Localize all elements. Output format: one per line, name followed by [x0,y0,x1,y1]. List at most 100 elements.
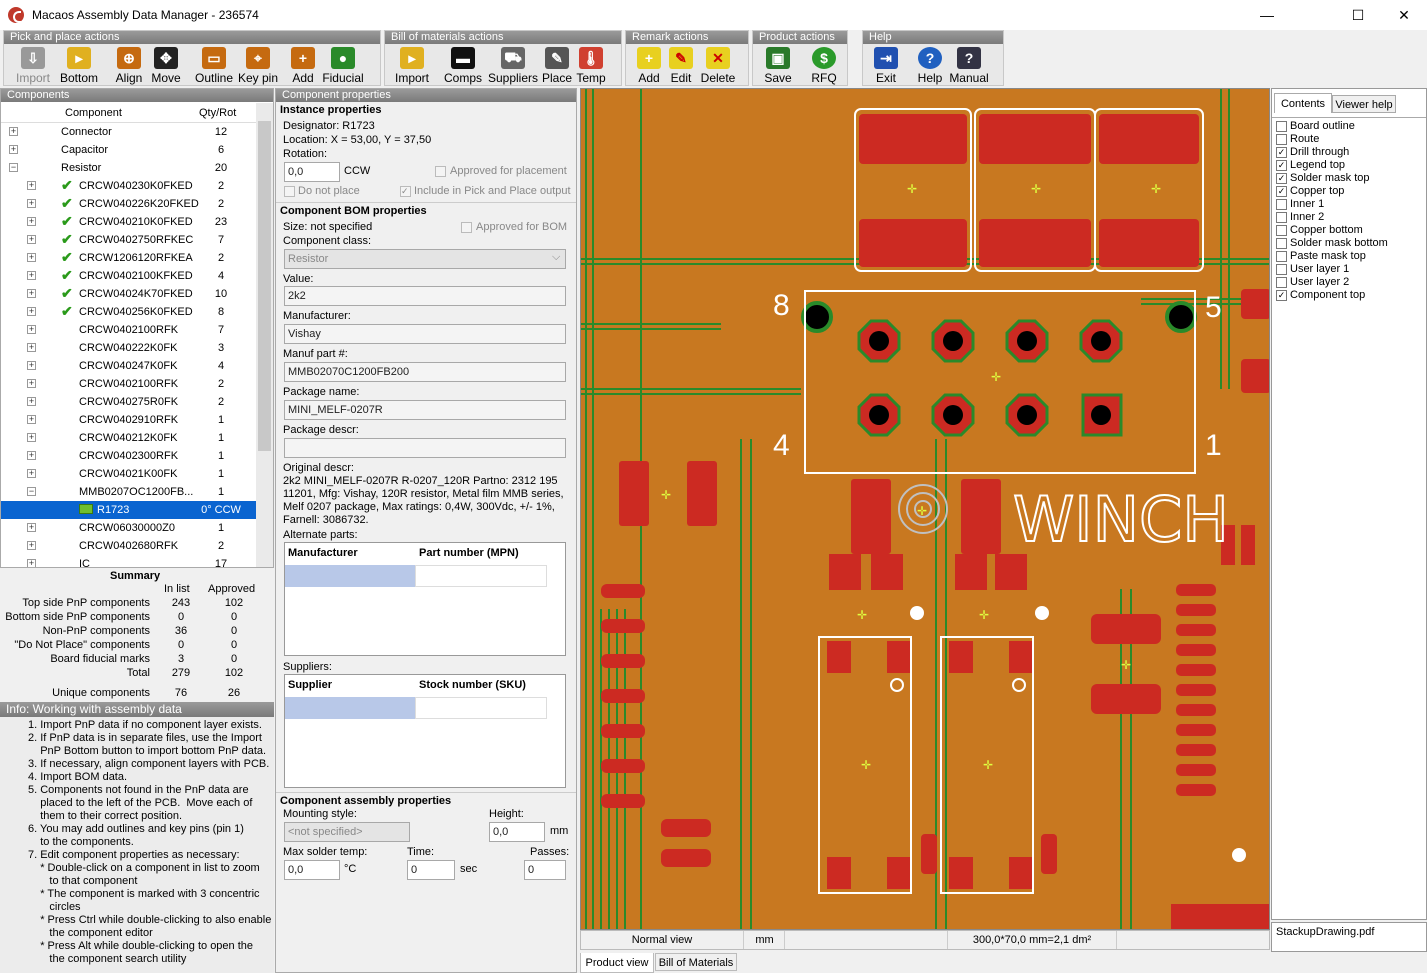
layer-item[interactable]: User layer 2 [1276,276,1349,289]
sup-row-cell[interactable] [285,697,415,719]
comps-button[interactable]: ▬Comps [443,46,483,86]
manufacturer-input[interactable]: Vishay [284,324,566,344]
layer-checkbox[interactable] [1276,250,1287,262]
layer-checkbox[interactable] [1276,133,1287,145]
expand-icon[interactable]: + [27,414,36,424]
layer-item[interactable]: Copper bottom [1276,224,1363,237]
passes-input[interactable]: 0 [524,860,566,880]
minimize-button[interactable]: — [1260,7,1274,23]
layer-checkbox[interactable] [1276,211,1287,223]
close-button[interactable]: ✕ [1398,7,1410,23]
layer-checkbox[interactable]: ✓ [1276,185,1287,197]
scroll-thumb[interactable] [258,121,271,451]
class-select[interactable]: Resistor [284,249,566,269]
place-button[interactable]: ✎Place [539,46,575,86]
edit-remark-button[interactable]: ✎Edit [666,46,696,86]
package-input[interactable]: MINI_MELF-0207R [284,400,566,420]
tree-row[interactable]: −MMB0207OC1200FB...1 [1,483,257,501]
layer-checkbox[interactable] [1276,198,1287,210]
tab-bill-of-materials[interactable]: Bill of Materials [655,953,737,971]
save-button[interactable]: ▣Save [761,46,795,86]
layer-item[interactable]: Inner 1 [1276,198,1324,211]
expand-icon[interactable]: + [27,324,36,334]
components-scrollbar[interactable] [256,103,273,567]
column-qty[interactable]: Qty/Rot [199,107,237,119]
expand-icon[interactable]: + [27,216,36,226]
layer-item[interactable]: ✓Legend top [1276,159,1345,172]
approved-bom-checkbox[interactable] [461,222,472,233]
include-pnp-checkbox[interactable]: ✓ [400,186,411,197]
layer-item[interactable]: User layer 1 [1276,263,1349,276]
expand-icon[interactable]: + [27,468,36,478]
layer-checkbox[interactable] [1276,120,1287,132]
suppliers-button[interactable]: ⛟Suppliers [485,46,541,86]
help-button[interactable]: ?Help [913,46,947,86]
align-button[interactable]: ⊕Align [110,46,148,86]
solder-temp-input[interactable]: 0,0 [284,860,340,880]
add-remark-button[interactable]: +Add [632,46,666,86]
pcb-canvas[interactable]: ✛✛✛✛✛ ✛✛✛✛✛✛ WINCH 8 5 4 1 [581,89,1270,930]
layer-item[interactable]: ✓Copper top [1276,185,1344,198]
expand-icon[interactable]: + [27,198,36,208]
value-input[interactable]: 2k2 [284,286,566,306]
expand-icon[interactable]: + [27,252,36,262]
expand-icon[interactable]: + [27,288,36,298]
tab-contents[interactable]: Contents [1274,93,1332,113]
layer-checkbox[interactable] [1276,276,1287,288]
layer-item[interactable]: Inner 2 [1276,211,1324,224]
layer-checkbox[interactable]: ✓ [1276,159,1287,171]
layer-item[interactable]: ✓Component top [1276,289,1365,302]
layer-checkbox[interactable] [1276,237,1287,249]
import-bottom-button[interactable]: ▸Bottom [56,46,102,86]
alt-row-cell[interactable] [285,565,415,587]
expand-icon[interactable]: + [27,234,36,244]
expand-icon[interactable]: + [27,306,36,316]
expand-icon[interactable]: + [27,270,36,280]
expand-icon[interactable]: + [27,540,36,550]
temp-button[interactable]: 🌡Temp [573,46,609,86]
expand-icon[interactable]: + [27,180,36,190]
part-input[interactable]: MMB02070C1200FB200 [284,362,566,382]
maximize-button[interactable]: ☐ [1351,7,1365,23]
expand-icon[interactable]: + [27,342,36,352]
layer-checkbox[interactable]: ✓ [1276,289,1287,301]
key-pin-button[interactable]: ⌖Key pin [236,46,280,86]
layer-item[interactable]: ✓Drill through [1276,146,1349,159]
mounting-select[interactable]: <not specified> [284,822,410,842]
tab-product-view[interactable]: Product view [580,953,654,973]
collapse-icon[interactable]: − [27,486,36,496]
layer-checkbox[interactable] [1276,263,1287,275]
expand-icon[interactable]: + [27,378,36,388]
package-descr-input[interactable] [284,438,566,458]
fiducial-button[interactable]: ●Fiducial [320,46,366,86]
file-item[interactable]: StackupDrawing.pdf [1276,926,1375,938]
pcb-view[interactable]: ✛✛✛✛✛ ✛✛✛✛✛✛ WINCH 8 5 4 1 [580,88,1270,930]
layer-item[interactable]: Solder mask bottom [1276,237,1388,250]
expand-icon[interactable]: + [9,126,18,136]
collapse-icon[interactable]: − [9,162,18,172]
layer-item[interactable]: Paste mask top [1276,250,1366,263]
layer-item[interactable]: Route [1276,133,1319,146]
expand-icon[interactable]: + [9,144,18,154]
time-input[interactable]: 0 [407,860,455,880]
